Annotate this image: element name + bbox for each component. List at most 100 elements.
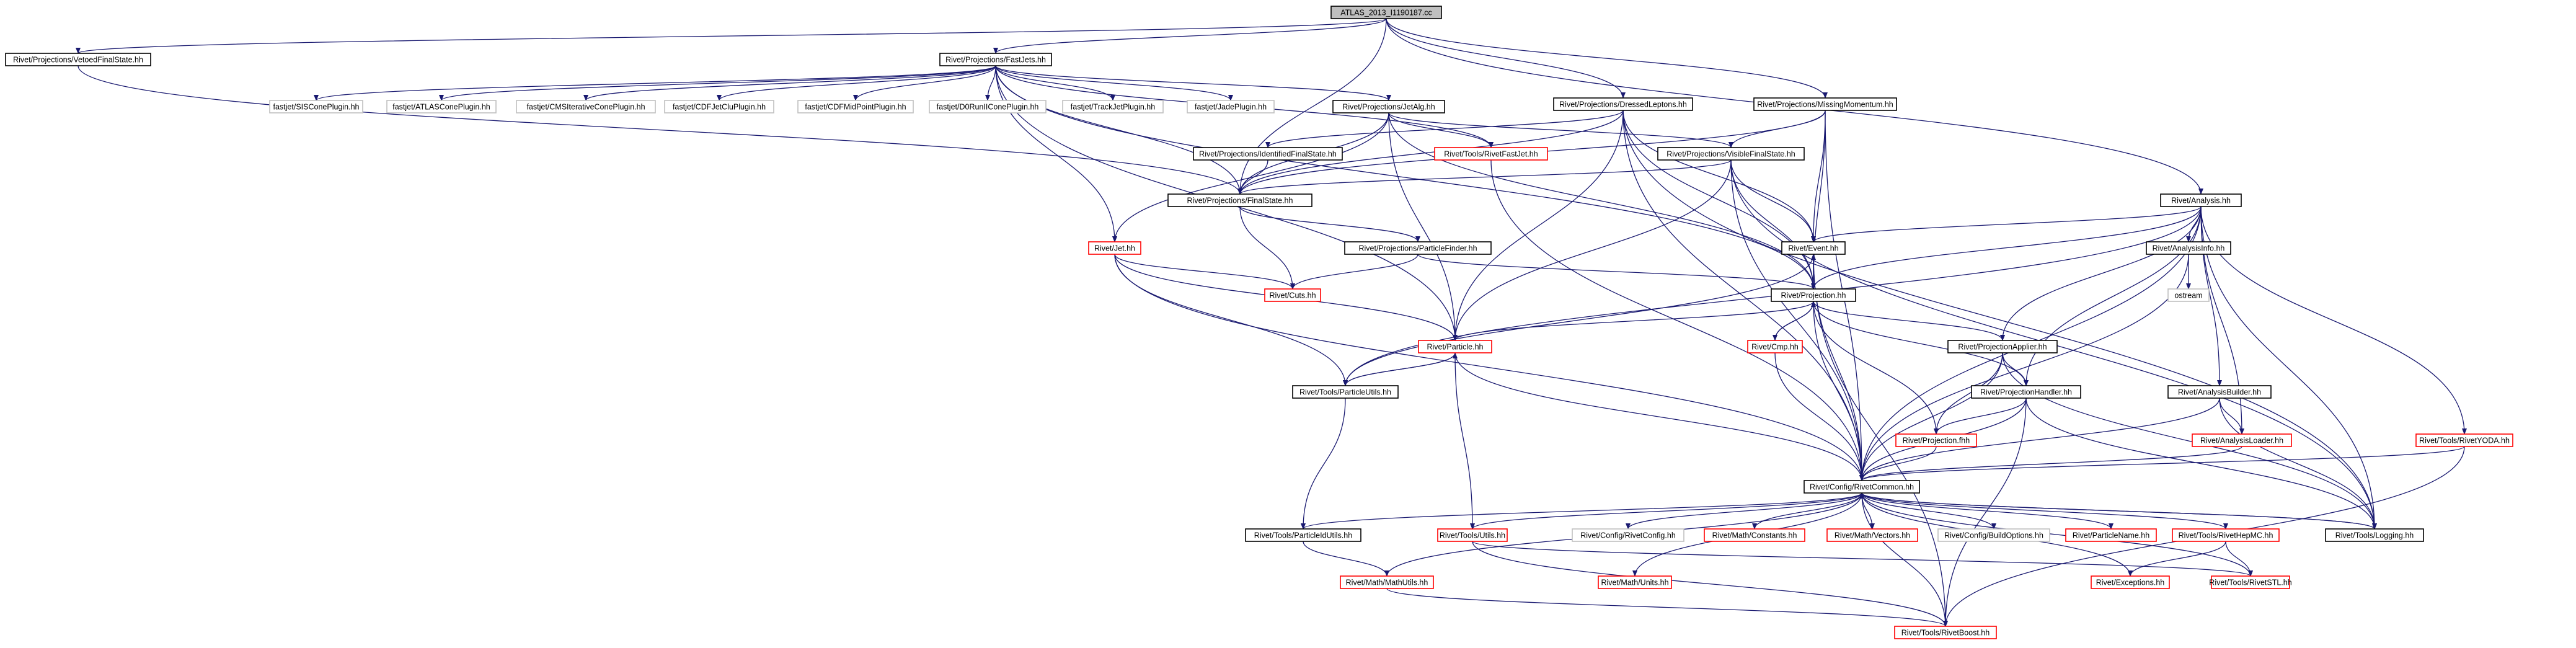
graph-node-particleidutils[interactable]: Rivet/Tools/ParticleIdUtils.hh xyxy=(1245,528,1361,542)
graph-node-finalstate[interactable]: Rivet/Projections/FinalState.hh xyxy=(1167,193,1312,207)
node-box-cdfjetclu xyxy=(664,100,774,113)
edge-rivetcommon-to-particleidutils xyxy=(1301,492,1862,530)
edge-jetalg-to-particle xyxy=(1388,112,1458,341)
node-label-particlename: Rivet/ParticleName.hh xyxy=(2073,531,2149,539)
graph-node-rivethepmc[interactable]: Rivet/Tools/RivetHepMC.hh xyxy=(2172,528,2280,542)
node-label-anabuilder: Rivet/AnalysisBuilder.hh xyxy=(2178,388,2261,396)
graph-node-root[interactable]: ATLAS_2013_I1190187.cc xyxy=(1330,6,1442,19)
graph-node-cmp[interactable]: Rivet/Cmp.hh xyxy=(1747,340,1803,353)
edge-logging-to-rivetcommon xyxy=(1859,492,2375,530)
graph-node-jet[interactable]: Rivet/Jet.hh xyxy=(1088,241,1141,255)
edge-jet-to-rivetcommon xyxy=(1114,254,1864,481)
node-box-event xyxy=(1781,241,1846,255)
edge-fastjets-to-jetalg xyxy=(995,65,1391,101)
graph-node-analysis[interactable]: Rivet/Analysis.hh xyxy=(2160,193,2242,207)
graph-node-analoader[interactable]: Rivet/AnalysisLoader.hh xyxy=(2192,433,2292,447)
graph-node-mathutils[interactable]: Rivet/Math/MathUtils.hh xyxy=(1340,575,1434,589)
edge-analysis-to-logging xyxy=(2200,206,2377,530)
edge-vetoed-to-finalstate xyxy=(77,65,1242,195)
edge-fastjets-to-atlascone xyxy=(439,65,996,101)
graph-node-particle[interactable]: Rivet/Particle.hh xyxy=(1418,340,1492,353)
graph-node-units[interactable]: Rivet/Math/Units.hh xyxy=(1598,575,1672,589)
graph-node-fastjets[interactable]: Rivet/Projections/FastJets.hh xyxy=(939,53,1052,66)
graph-node-projfhh[interactable]: Rivet/Projection.fhh xyxy=(1895,433,1977,447)
node-label-particleutils: Rivet/Tools/ParticleUtils.hh xyxy=(1299,388,1391,396)
edge-dressed-to-particle xyxy=(1453,110,1624,341)
graph-node-projection[interactable]: Rivet/Projection.hh xyxy=(1771,288,1856,302)
graph-node-analysisinfo[interactable]: Rivet/AnalysisInfo.hh xyxy=(2146,241,2231,255)
graph-node-ostream: ostream xyxy=(2167,288,2210,302)
node-label-missing: Rivet/Projections/MissingMomentum.hh xyxy=(1757,100,1893,109)
edge-projection-to-particle xyxy=(1453,301,1814,341)
edge-particle-to-rivetcommon xyxy=(1454,352,1864,481)
graph-node-rivetboost[interactable]: Rivet/Tools/RivetBoost.hh xyxy=(1894,626,1997,639)
edge-rivetcommon-to-rivetconfig xyxy=(1626,492,1862,530)
edge-root-to-finalstate xyxy=(1237,18,1387,195)
edge-fastjets-to-d0run xyxy=(985,65,996,101)
graph-node-rivetstl[interactable]: Rivet/Tools/RivetSTL.hh xyxy=(2209,575,2292,589)
graph-node-utils[interactable]: Rivet/Tools/Utils.hh xyxy=(1437,528,1508,542)
graph-node-buildoptions: Rivet/Config/BuildOptions.hh xyxy=(1937,528,2050,542)
edge-utils-to-rivetboost xyxy=(1472,541,1948,627)
graph-node-projapplier[interactable]: Rivet/ProjectionApplier.hh xyxy=(1947,340,2058,353)
edge-missing-to-event xyxy=(1811,110,1826,242)
graph-node-logging[interactable]: Rivet/Tools/Logging.hh xyxy=(2325,528,2424,542)
node-box-vetoed xyxy=(5,53,151,66)
node-box-projfhh xyxy=(1895,433,1977,447)
graph-node-dressed[interactable]: Rivet/Projections/DressedLeptons.hh xyxy=(1553,97,1693,111)
graph-node-fastjetrivet[interactable]: Rivet/Tools/RivetFastJet.hh xyxy=(1434,147,1548,161)
node-label-trackjet: fastjet/TrackJetPlugin.hh xyxy=(1071,102,1155,111)
edge-projfhh-to-rivetcommon xyxy=(1859,446,1937,481)
edge-event-to-particleutils xyxy=(1343,254,1814,386)
graph-node-event[interactable]: Rivet/Event.hh xyxy=(1781,241,1846,255)
node-box-visfs xyxy=(1657,147,1805,161)
node-box-jetalg xyxy=(1332,100,1445,113)
edge-dressed-to-projection xyxy=(1622,110,1816,290)
graph-node-jade: fastjet/JadePlugin.hh xyxy=(1187,100,1275,113)
graph-node-particlefinder[interactable]: Rivet/Projections/ParticleFinder.hh xyxy=(1344,241,1492,255)
node-label-analysisinfo: Rivet/AnalysisInfo.hh xyxy=(2153,244,2225,252)
node-label-utils: Rivet/Tools/Utils.hh xyxy=(1440,531,1505,539)
edge-projection-to-projfhh xyxy=(1813,301,1939,435)
edges-layer xyxy=(76,18,2467,627)
graph-node-missing[interactable]: Rivet/Projections/MissingMomentum.hh xyxy=(1753,97,1897,111)
graph-node-rivetyoda[interactable]: Rivet/Tools/RivetYODA.hh xyxy=(2415,433,2513,447)
node-label-jetalg: Rivet/Projections/JetAlg.hh xyxy=(1342,102,1435,111)
graph-node-rivetcommon[interactable]: Rivet/Config/RivetCommon.hh xyxy=(1804,480,1920,494)
nodes-layer: ATLAS_2013_I1190187.ccRivet/Projections/… xyxy=(5,6,2513,639)
graph-node-vetoed[interactable]: Rivet/Projections/VetoedFinalState.hh xyxy=(5,53,151,66)
graph-node-anabuilder[interactable]: Rivet/AnalysisBuilder.hh xyxy=(2167,385,2272,399)
node-label-finalstate: Rivet/Projections/FinalState.hh xyxy=(1187,196,1293,205)
node-label-projfhh: Rivet/Projection.fhh xyxy=(1903,436,1970,445)
node-label-fastjets: Rivet/Projections/FastJets.hh xyxy=(945,55,1046,64)
graph-node-cmsiter: fastjet/CMSIterativeConePlugin.hh xyxy=(516,100,656,113)
node-label-jet: Rivet/Jet.hh xyxy=(1094,244,1135,252)
graph-node-particleutils[interactable]: Rivet/Tools/ParticleUtils.hh xyxy=(1292,385,1399,399)
graph-node-projhandler[interactable]: Rivet/ProjectionHandler.hh xyxy=(1971,385,2081,399)
graph-node-idfs[interactable]: Rivet/Projections/IdentifiedFinalState.h… xyxy=(1193,147,1343,161)
edge-cmp-to-rivetcommon xyxy=(1774,352,1864,481)
node-box-rivetcommon xyxy=(1804,480,1920,494)
node-label-event: Rivet/Event.hh xyxy=(1788,244,1838,252)
graph-node-visfs[interactable]: Rivet/Projections/VisibleFinalState.hh xyxy=(1657,147,1805,161)
graph-node-exceptions[interactable]: Rivet/Exceptions.hh xyxy=(2091,575,2170,589)
graph-node-mathconstants[interactable]: Rivet/Math/Constants.hh xyxy=(1704,528,1805,542)
node-box-ostream xyxy=(2167,288,2210,302)
node-box-jet xyxy=(1088,241,1141,255)
node-label-cdfmid: fastjet/CDFMidPointPlugin.hh xyxy=(805,102,906,111)
graph-node-jetalg[interactable]: Rivet/Projections/JetAlg.hh xyxy=(1332,100,1445,113)
edge-particlefinder-to-projection xyxy=(1417,254,1816,290)
graph-node-cuts[interactable]: Rivet/Cuts.hh xyxy=(1264,288,1321,302)
edge-missing-to-projection xyxy=(1811,110,1826,290)
edge-root-to-missing xyxy=(1386,18,1828,99)
edge-fastjets-to-jet xyxy=(995,65,1117,242)
graph-node-mathvectors[interactable]: Rivet/Math/Vectors.hh xyxy=(1826,528,1918,542)
node-label-buildoptions: Rivet/Config/BuildOptions.hh xyxy=(1944,531,2043,539)
edge-fastjets-to-cdfjetclu xyxy=(717,65,996,101)
edge-root-to-dressed xyxy=(1386,18,1626,99)
node-label-rivetstl: Rivet/Tools/RivetSTL.hh xyxy=(2209,578,2291,587)
graph-node-particlename[interactable]: Rivet/ParticleName.hh xyxy=(2065,528,2157,542)
node-label-analoader: Rivet/AnalysisLoader.hh xyxy=(2200,436,2283,445)
node-label-mathutils: Rivet/Math/MathUtils.hh xyxy=(1346,578,1428,587)
edge-rivethepmc-to-exceptions xyxy=(2128,541,2226,577)
